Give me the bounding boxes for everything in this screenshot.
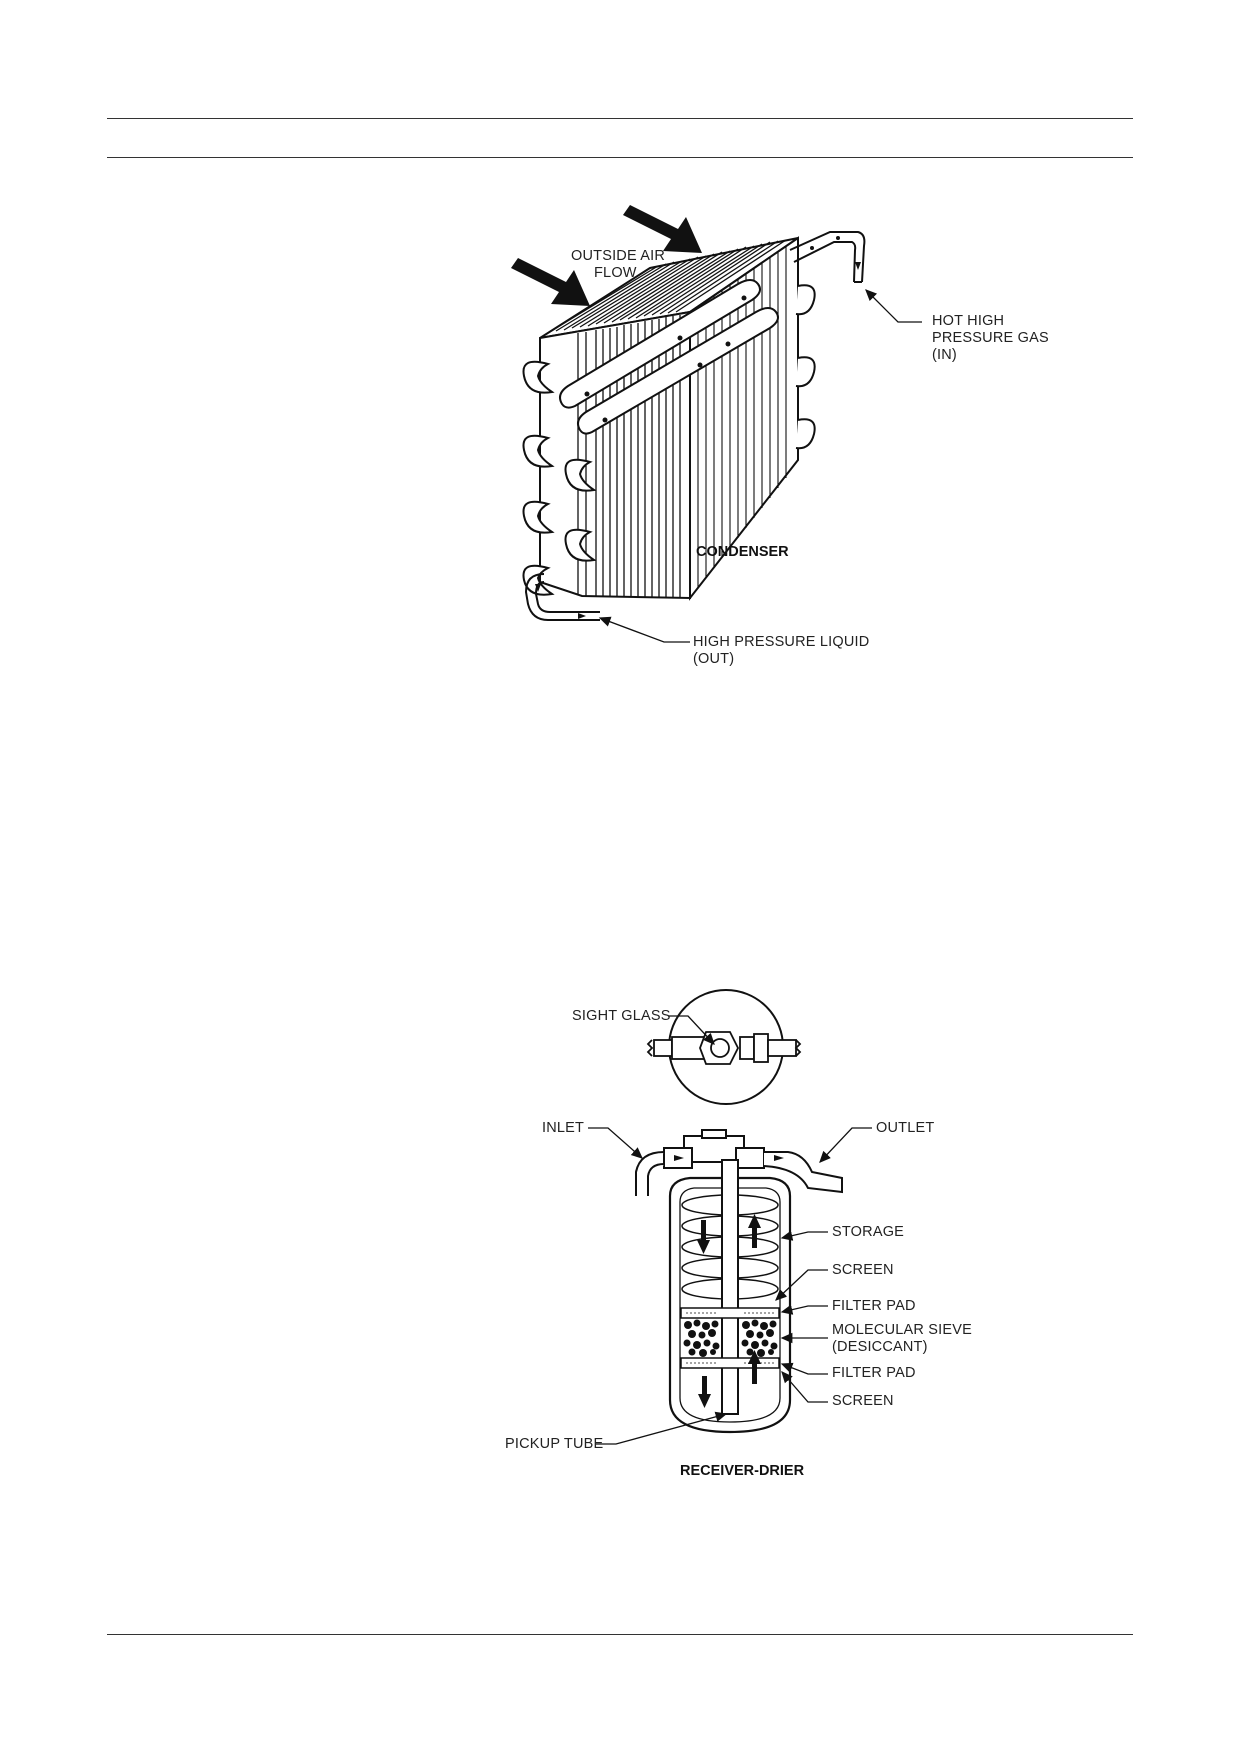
filter-pad-bottom-label: FILTER PAD (832, 1365, 916, 1381)
sight-glass-fitting (646, 1031, 802, 1065)
liquid-out-label-line1: HIGH PRESSURE LIQUID (693, 634, 870, 650)
condenser-return-bends-left (522, 360, 597, 596)
air-flow-arrow-right (623, 205, 702, 253)
filter-pad-top-label: FILTER PAD (832, 1298, 916, 1314)
desiccant-beads (683, 1319, 778, 1357)
screen-bottom-label: SCREEN (832, 1393, 894, 1409)
air-flow-label-line1: OUTSIDE AIR (571, 248, 666, 264)
receiver-drier-leaders (588, 1127, 872, 1445)
molecular-sieve-label-line1: MOLECULAR SIEVE (832, 1322, 972, 1338)
condenser-diagram (511, 205, 922, 643)
inlet-label: INLET (542, 1120, 585, 1136)
gas-in-label-line3: (IN) (932, 347, 957, 363)
sight-glass-label: SIGHT GLASS (572, 1008, 671, 1024)
condenser-outlet-pipe (524, 573, 600, 621)
flow-arrows (697, 1214, 761, 1408)
drier-outlet (735, 1147, 843, 1194)
air-flow-label-line2: FLOW (594, 265, 637, 281)
header-rule-top (107, 118, 1133, 119)
air-flow-arrow-left (511, 258, 590, 306)
condenser-top-tubes (559, 279, 779, 435)
liquid-out-leader (598, 616, 690, 643)
pickup-tube (721, 1159, 739, 1415)
gas-in-leader (865, 289, 922, 323)
condenser-inlet-pipe (789, 231, 866, 283)
gas-in-label-line1: HOT HIGH (932, 313, 1005, 329)
receiver-drier-caption: RECEIVER-DRIER (680, 1463, 805, 1479)
liquid-out-label-line2: (OUT) (693, 651, 735, 667)
sight-glass-leader (668, 1015, 715, 1045)
filter-pad-top (680, 1307, 780, 1319)
header-rule-bottom (107, 157, 1133, 158)
gas-in-label-line2: PRESSURE GAS (932, 330, 1049, 346)
condenser-return-bends-right (795, 284, 816, 450)
storage-label: STORAGE (832, 1224, 905, 1240)
condenser-caption: CONDENSER (696, 544, 789, 560)
outlet-label: OUTLET (876, 1120, 935, 1136)
condenser-tube-dots (584, 295, 747, 423)
molecular-sieve-label-line2: (DESICCANT) (832, 1339, 928, 1355)
drier-inner-wall (679, 1187, 781, 1423)
footer-rule (107, 1634, 1133, 1635)
screen-top-label: SCREEN (832, 1262, 894, 1278)
pickup-tube-label: PICKUP TUBE (505, 1436, 604, 1452)
filter-pad-bottom (680, 1357, 780, 1369)
condenser-fins-top (547, 239, 787, 334)
